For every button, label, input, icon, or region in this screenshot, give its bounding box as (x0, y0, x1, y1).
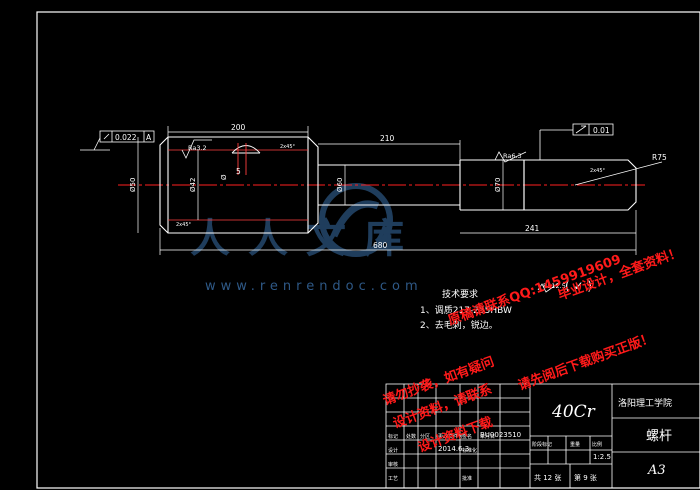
roughness-ra125: Ra12.5 (543, 282, 566, 290)
dim-210: 210 (380, 134, 395, 143)
dimension-lines (137, 126, 663, 255)
dim-dia-small: Ø (220, 174, 228, 180)
shaft-outline (159, 136, 637, 234)
tb-row-label: 工艺 (388, 476, 398, 482)
dim-200: 200 (231, 123, 246, 132)
tb-part-name: 螺杆 (646, 429, 672, 444)
runout-value: 0.022 (115, 133, 137, 142)
perpendicularity-value: 0.01 (593, 126, 610, 135)
dim-dia42: Ø42 (189, 178, 197, 192)
tb-row-label: 设计 (388, 447, 398, 454)
tb-row-label: 处数 (406, 433, 416, 440)
dim-680: 680 (373, 241, 388, 250)
tb-row-label: 标记 (388, 433, 398, 440)
roughness-symbol-bottom (537, 281, 561, 293)
roughness-ra32: Ra3.2 (188, 144, 207, 152)
tb-row-label: 分区 (420, 433, 430, 440)
drawing-frame (36, 11, 700, 489)
tb-row-label: 更改文件号 (438, 433, 463, 440)
tb-header-col-1: 阶段标记 (532, 441, 552, 448)
roughness-symbol-middle (494, 151, 527, 163)
tb-row-label: 年月日 (480, 433, 495, 440)
roughness-ra63: Ra6.3 (503, 152, 522, 160)
keyway-detail (231, 143, 261, 175)
tb-header-col-2: 重量 (570, 441, 580, 448)
dim-5: 5 (236, 167, 241, 176)
tb-drawing-no: BU0023510 (480, 431, 521, 439)
notes-line-2: 2、去毛刺，锐边。 (420, 319, 498, 331)
dim-chamfer-top: 2x45° (280, 144, 296, 150)
dim-241: 241 (525, 224, 540, 233)
perpendicularity-frame (539, 123, 614, 160)
watermark-logo: 人人文库 (190, 183, 422, 262)
roughness-symbol-left (181, 139, 212, 159)
dim-dia70: Ø70 (494, 178, 502, 192)
tb-sheet-no: 第 9 张 (574, 473, 597, 482)
tb-sheets-total: 共 12 张 (534, 473, 561, 482)
tb-date: 2014.6.3 (438, 445, 469, 453)
dim-dia50: Ø50 (129, 178, 137, 192)
tb-school: 洛阳理工学院 (618, 397, 672, 409)
tb-scale: 1:2.5 (593, 453, 611, 461)
notes-line-1: 1、调质217-255HBW (420, 304, 512, 316)
watermark-url: www.renrendoc.com (205, 279, 423, 294)
notes-heading: 技术要求 (442, 288, 478, 300)
dim-dia60: Ø60 (336, 178, 344, 192)
runout-frame (80, 130, 155, 151)
tb-row-label: 标准化 (462, 447, 477, 454)
dim-chamfer-right: 2x45° (590, 168, 606, 174)
tb-size: A3 (647, 463, 666, 478)
watermark-logo-text: 人人文库 (190, 216, 422, 262)
dim-r75: R75 (652, 153, 667, 162)
tb-header-col-3: 比例 (592, 441, 602, 448)
tb-row-label: 审核 (388, 461, 398, 468)
roughness-bracket: ( ✓ ) (565, 279, 592, 293)
title-block-lines (385, 383, 700, 489)
dim-chamfer-bottom: 2x45° (176, 222, 192, 228)
tb-row-label: 签名 (462, 433, 472, 440)
tb-material: 40Cr (551, 402, 596, 422)
runout-datum: A (146, 133, 152, 142)
tb-row-label: 批准 (462, 475, 472, 482)
